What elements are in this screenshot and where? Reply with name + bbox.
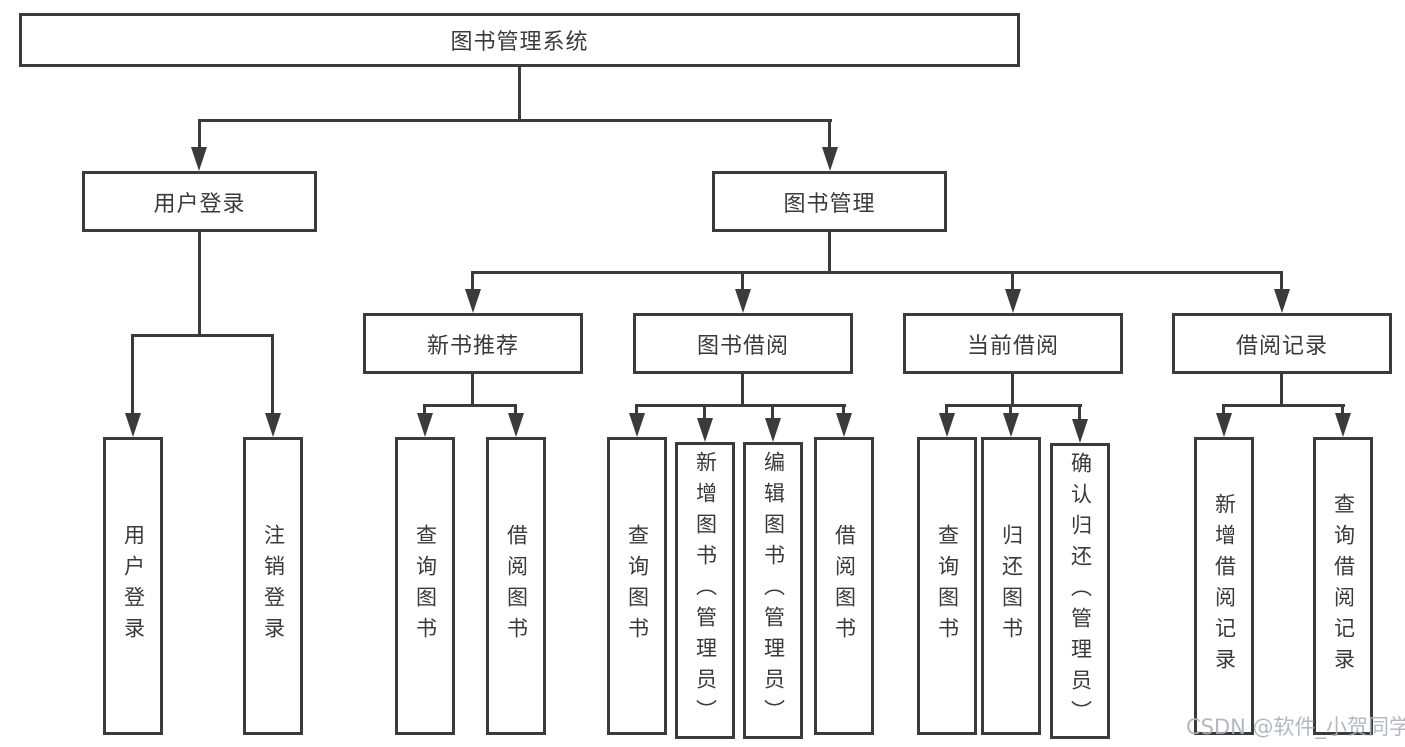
node-leaf-borrow-books-recommend: 借阅图书 [486,437,546,735]
connector-stem [1280,272,1283,292]
connector-rail [1222,404,1345,407]
connector-rail [131,334,274,337]
connector-stem [1011,272,1014,292]
node-leaf-query-borrow-record: 查询借阅记录 [1313,437,1373,735]
arrow-down-icon [1005,289,1021,313]
node-book-management-module: 图书管理 [712,171,947,232]
node-leaf-query-books-borrowing: 查询图书 [607,437,667,735]
connector-stem [1222,405,1225,419]
connector-stem [131,335,134,415]
arrow-down-icon [822,147,838,171]
arrow-down-icon [125,413,141,437]
connector-stub [198,232,201,335]
arrow-down-icon [1003,413,1019,437]
node-leaf-logout: 注销登录 [243,437,303,735]
arrow-down-icon [697,418,713,442]
connector-stem [271,335,274,415]
connector-stub [828,232,831,272]
arrow-down-icon [939,413,955,437]
connector-stub [741,374,744,405]
connector-rail [423,404,517,407]
connector-stem [423,405,426,419]
arrow-down-icon [629,413,645,437]
node-leaf-borrow-books-borrowing: 借阅图书 [814,437,874,735]
connector-stub [1011,374,1014,405]
node-leaf-confirm-return-admin: 确认归还（管理员） [1050,443,1110,739]
node-leaf-user-login: 用户登录 [103,437,163,735]
node-borrowing-records: 借阅记录 [1172,313,1392,374]
arrow-down-icon [465,289,481,313]
arrow-down-icon [735,289,751,313]
connector-stem [741,272,744,292]
connector-stem [1009,405,1012,419]
node-leaf-query-books-current: 查询图书 [917,437,977,735]
node-new-book-recommendation: 新书推荐 [363,313,583,374]
node-leaf-edit-books-admin: 编辑图书（管理员） [743,442,803,739]
connector-stem [198,120,201,150]
connector-stem [1078,405,1081,423]
connector-stem [842,405,845,419]
arrow-down-icon [1274,289,1290,313]
connector-stem [945,405,948,419]
connector-stem [635,405,638,419]
node-leaf-query-books-recommend: 查询图书 [395,437,455,735]
node-leaf-add-books-admin: 新增图书（管理员） [675,442,735,739]
connector-root-stub [518,67,521,120]
connector-stem [1341,405,1344,419]
node-leaf-add-borrow-record: 新增借阅记录 [1194,437,1254,735]
connector-stem [514,405,517,419]
watermark: CSDN @软件_小贺同学 [1186,715,1405,739]
connector-stem [828,120,831,150]
node-system-root: 图书管理系统 [19,13,1020,67]
connector-rail [945,404,1082,407]
arrow-down-icon [508,413,524,437]
connector-rail [635,404,846,407]
node-leaf-return-books: 归还图书 [981,437,1041,735]
arrow-down-icon [1216,413,1232,437]
connector-level2-rail [198,119,832,122]
connector-stub [1280,374,1283,405]
node-current-borrowing: 当前借阅 [903,313,1123,374]
arrow-down-icon [191,147,207,171]
arrow-down-icon [1072,419,1088,443]
arrow-down-icon [765,418,781,442]
node-user-login-module: 用户登录 [82,171,317,232]
arrow-down-icon [836,413,852,437]
arrow-down-icon [1335,413,1351,437]
arrow-down-icon [265,413,281,437]
node-book-borrowing: 图书借阅 [633,313,853,374]
connector-stem [771,405,774,423]
connector-stem [471,272,474,292]
connector-level3-rail [471,271,1283,274]
arrow-down-icon [417,413,433,437]
connector-stub [471,374,474,405]
connector-stem [703,405,706,423]
